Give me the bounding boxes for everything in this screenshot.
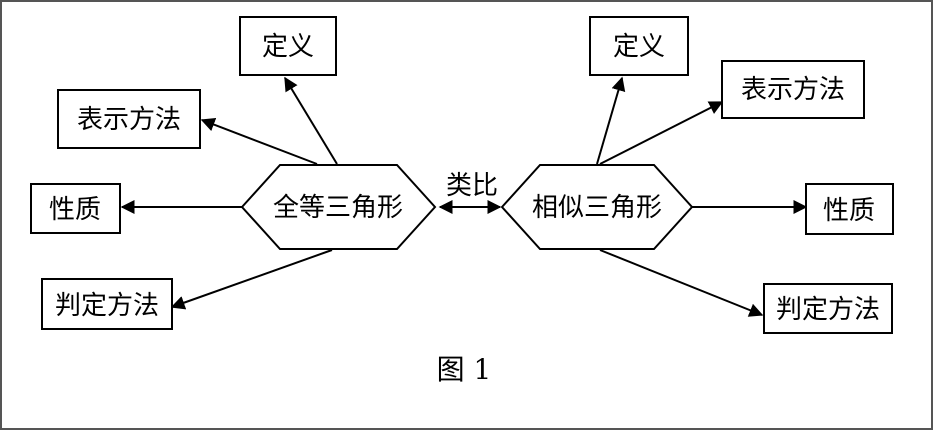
right-representation-label: 表示方法 [741,75,845,105]
right-representation-box [721,60,865,119]
hexagon-similar [500,164,694,250]
arrow-left-to-representation [200,117,318,165]
analogy-label: 类比 [446,171,498,201]
left-judgement-label: 判定方法 [55,291,159,321]
congruent-triangle-label: 全等三角形 [273,193,403,223]
left-properties-box [30,183,121,234]
left-judgement-box [41,278,173,330]
arrow-left-to-judgement [170,249,333,310]
hexagon-congruent [240,164,437,250]
right-properties-label: 性质 [823,196,875,226]
left-definition-label: 定义 [262,32,314,62]
arrow-right-to-representation [599,101,724,165]
similar-triangle-label: 相似三角形 [532,193,662,223]
right-properties-box [805,183,894,235]
left-representation-label: 表示方法 [77,105,181,135]
left-definition-box [239,16,337,76]
figure-caption: 图 1 [437,353,492,386]
left-representation-box [57,89,201,149]
right-definition-label: 定义 [613,32,665,62]
arrow-right-to-judgement [599,249,764,317]
arrow-right-to-definition [596,76,626,165]
right-definition-box [589,16,689,76]
arrow-left-to-definition [284,76,338,165]
left-properties-label: 性质 [49,195,101,225]
right-judgement-label: 判定方法 [776,295,880,325]
right-judgement-box [763,283,893,334]
